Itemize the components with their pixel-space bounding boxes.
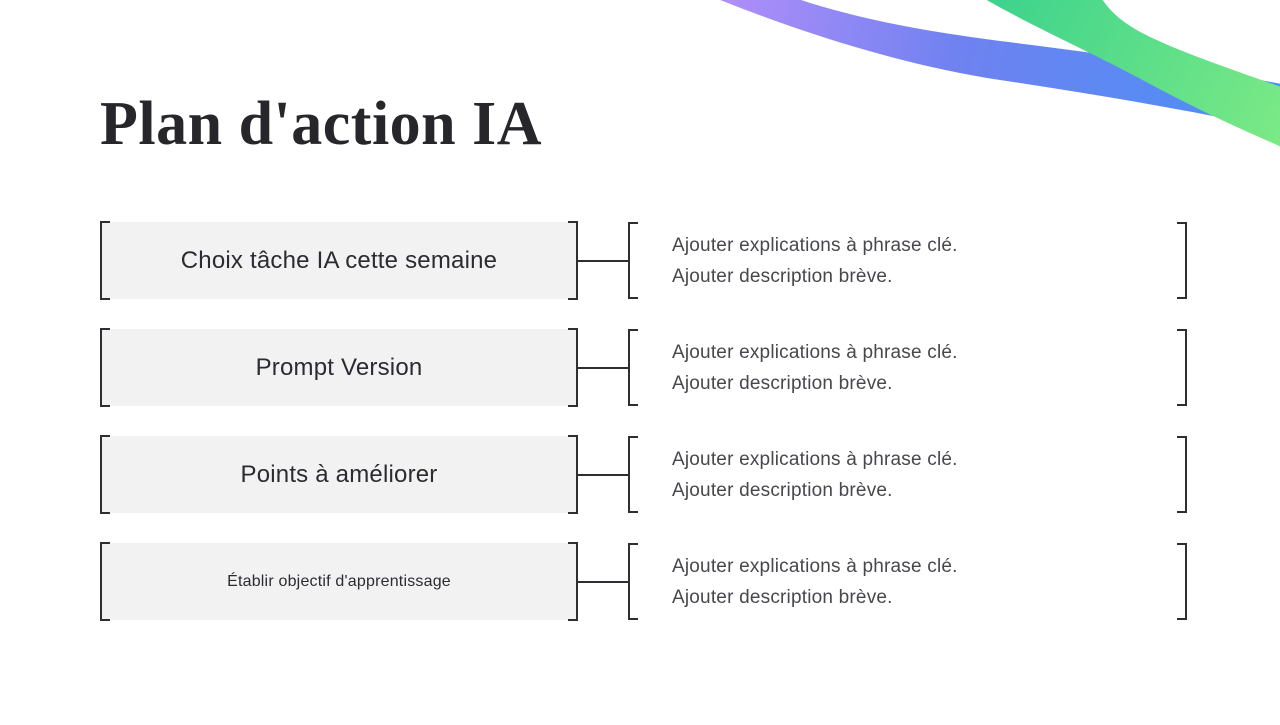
purple-blue-ribbon (720, 0, 1280, 130)
note-line-2: Ajouter description brève. (672, 265, 893, 287)
left-bracket-icon (628, 222, 638, 299)
note-line-2: Ajouter description brève. (672, 586, 893, 608)
step-box-3[interactable]: Points à améliorer (100, 435, 578, 514)
green-ribbon (986, 0, 1280, 147)
left-bracket-icon (100, 328, 110, 407)
connector-line (578, 259, 628, 262)
left-bracket-icon (100, 221, 110, 300)
right-bracket-icon (1177, 329, 1187, 406)
plan-row-1: Choix tâche IA cette semaine Ajouter exp… (100, 221, 1187, 300)
left-bracket-icon (100, 435, 110, 514)
right-bracket-icon (568, 221, 578, 300)
step-box-4[interactable]: Établir objectif d'apprentissage (100, 542, 578, 621)
note-line-1: Ajouter explications à phrase clé. (672, 555, 958, 577)
left-bracket-icon (100, 542, 110, 621)
note-text-block: Ajouter explications à phrase clé. Ajout… (638, 436, 1177, 513)
step-box-1[interactable]: Choix tâche IA cette semaine (100, 221, 578, 300)
note-line-1: Ajouter explications à phrase clé. (672, 448, 958, 470)
right-bracket-icon (568, 542, 578, 621)
action-plan-list: Choix tâche IA cette semaine Ajouter exp… (100, 221, 1187, 650)
note-area-1[interactable]: Ajouter explications à phrase clé. Ajout… (628, 222, 1187, 299)
note-area-4[interactable]: Ajouter explications à phrase clé. Ajout… (628, 543, 1187, 620)
step-label: Prompt Version (255, 353, 423, 381)
step-label: Choix tâche IA cette semaine (180, 246, 498, 274)
note-text-block: Ajouter explications à phrase clé. Ajout… (638, 329, 1177, 406)
connector-line (578, 366, 628, 369)
note-line-2: Ajouter description brève. (672, 479, 893, 501)
right-bracket-icon (1177, 222, 1187, 299)
connector-line (578, 473, 628, 476)
left-bracket-icon (628, 329, 638, 406)
right-bracket-icon (568, 435, 578, 514)
right-bracket-icon (1177, 436, 1187, 513)
note-line-2: Ajouter description brève. (672, 372, 893, 394)
plan-row-4: Établir objectif d'apprentissage Ajouter… (100, 542, 1187, 621)
step-label: Points à améliorer (240, 460, 438, 488)
connector-line (578, 580, 628, 583)
right-bracket-icon (568, 328, 578, 407)
left-bracket-icon (628, 543, 638, 620)
note-area-2[interactable]: Ajouter explications à phrase clé. Ajout… (628, 329, 1187, 406)
note-text-block: Ajouter explications à phrase clé. Ajout… (638, 222, 1177, 299)
plan-row-3: Points à améliorer Ajouter explications … (100, 435, 1187, 514)
note-text-block: Ajouter explications à phrase clé. Ajout… (638, 543, 1177, 620)
step-box-2[interactable]: Prompt Version (100, 328, 578, 407)
right-bracket-icon (1177, 543, 1187, 620)
step-label: Établir objectif d'apprentissage (227, 572, 451, 590)
note-line-1: Ajouter explications à phrase clé. (672, 341, 958, 363)
left-bracket-icon (628, 436, 638, 513)
plan-row-2: Prompt Version Ajouter explications à ph… (100, 328, 1187, 407)
note-line-1: Ajouter explications à phrase clé. (672, 234, 958, 256)
note-area-3[interactable]: Ajouter explications à phrase clé. Ajout… (628, 436, 1187, 513)
page-title[interactable]: Plan d'action IA (100, 90, 543, 158)
